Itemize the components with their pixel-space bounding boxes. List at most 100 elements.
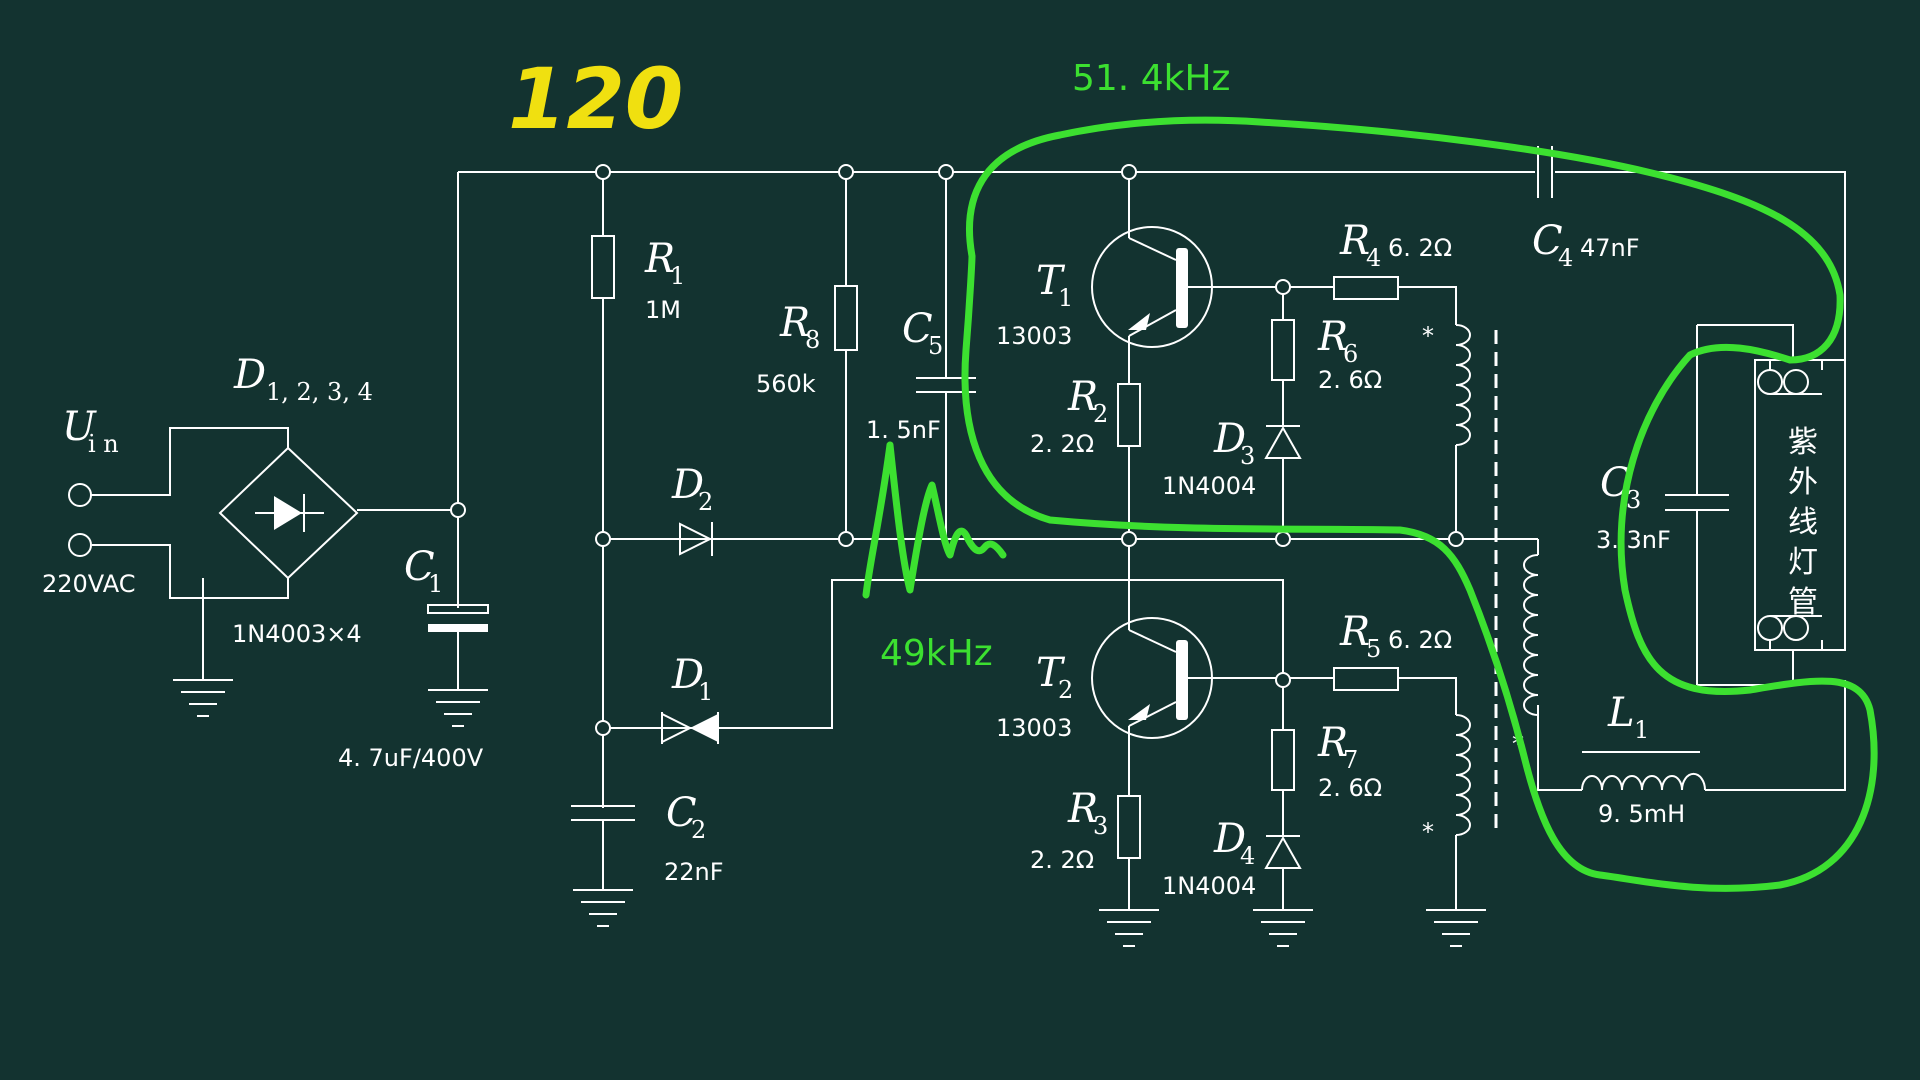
r7-symbol: R [1317,720,1348,766]
capacitor-c1 [427,604,489,632]
d3-symbol: D [1213,416,1246,462]
r4-value: 6. 2Ω [1388,234,1452,262]
capacitor-c2 [571,805,635,821]
lamp-char-4: 灯 [1788,545,1818,580]
l1-value: 9. 5mH [1598,800,1685,828]
c1-symbol: C [404,544,435,590]
d2-subscript: 2 [698,488,713,516]
r3-symbol: R [1067,786,1098,832]
d3-subscript: 3 [1240,442,1255,470]
r1-value: 1M [645,296,681,324]
green-waveform [862,441,1007,599]
r6-subscript: 6 [1343,340,1358,368]
r7-value: 2. 6Ω [1318,774,1382,802]
r4-subscript: 4 [1366,244,1381,272]
diode-d2 [679,522,713,556]
l1-subscript: 1 [1634,716,1649,744]
r4-symbol: R [1339,218,1370,264]
input-symbol: U [62,404,97,450]
t1-subscript: 1 [1058,284,1073,312]
transistor-t1 [1091,226,1213,348]
d3-value: 1N4004 [1162,472,1256,500]
r1-subscript: 1 [670,262,685,290]
resistor-r2 [1117,383,1141,447]
c5-subscript: 5 [928,332,943,360]
yellow-annotation: 120 [508,50,683,148]
ground-symbols [173,679,1486,947]
resistor-r7 [1271,729,1295,791]
c4-value: 47nF [1580,234,1640,262]
wires [92,171,1846,910]
lamp-char-1: 紫 [1788,425,1818,460]
r5-value: 6. 2Ω [1388,626,1452,654]
c2-subscript: 2 [691,816,706,844]
c4-symbol: C [1532,218,1563,264]
voltage-note: 120 [508,50,683,148]
diode-d3 [1264,425,1302,459]
resistor-r5 [1333,667,1399,691]
c3-value: 3. 3nF [1596,526,1671,554]
dot-marker-top: * [1422,322,1434,350]
l1-symbol: L [1607,690,1635,736]
c2-value: 22nF [664,858,724,886]
transformer-winding-bottom [1455,714,1471,836]
resistor-r8 [834,285,858,351]
d4-symbol: D [1213,816,1246,862]
r2-subscript: 2 [1093,400,1108,428]
transformer-winding-primary [1523,554,1539,716]
c5-symbol: C [902,306,933,352]
c1-subscript: 1 [428,570,443,598]
junction-nodes [450,164,1464,736]
c2-symbol: C [666,790,697,836]
transistor-t2 [1091,617,1213,739]
dot-marker-bottom: * [1422,818,1434,846]
t2-value: 13003 [996,714,1072,742]
d4-value: 1N4004 [1162,872,1256,900]
c5-value: 1. 5nF [866,416,941,444]
r5-subscript: 5 [1366,635,1381,663]
green-loop-upper [961,116,1878,892]
r6-symbol: R [1317,314,1348,360]
bridge-symbol: D [233,352,266,398]
lamp-char-2: 外 [1788,465,1818,500]
c3-subscript: 3 [1626,486,1641,514]
input-terminals [68,483,170,557]
input-value-label: 220VAC [42,570,135,598]
d2-symbol: D [671,462,704,508]
r6-value: 2. 6Ω [1318,366,1382,394]
t1-value: 13003 [996,322,1072,350]
r8-symbol: R [779,300,810,346]
bridge-subscript: 1, 2, 3, 4 [266,378,373,406]
t2-symbol: T [1036,650,1066,696]
freq-top-label: 51. 4kHz [1072,58,1230,99]
r3-value: 2. 2Ω [1030,846,1094,874]
r8-value: 560k [756,370,816,398]
resistor-r1 [591,235,615,299]
diode-d4 [1264,835,1302,869]
r7-subscript: 7 [1343,746,1358,774]
r2-symbol: R [1067,374,1098,420]
r1-symbol: R [644,236,675,282]
lamp-char-3: 线 [1788,505,1818,540]
transformer-winding-top [1455,324,1471,446]
capacitor-c3 [1665,494,1729,511]
r2-value: 2. 2Ω [1030,430,1094,458]
d4-subscript: 4 [1240,842,1255,870]
d1-symbol: D [671,652,704,698]
bridge-rectifier [218,446,359,580]
inductor-l1 [1581,751,1706,791]
input-subscript: i n [88,430,119,458]
bridge-value: 1N4003×4 [232,620,362,648]
c1-value: 4. 7uF/400V [338,744,484,772]
t2-subscript: 2 [1058,676,1073,704]
c4-subscript: 4 [1558,244,1573,272]
r8-subscript: 8 [805,326,820,354]
r5-symbol: R [1339,609,1370,655]
t1-symbol: T [1036,258,1066,304]
d1-subscript: 1 [698,678,713,706]
r3-subscript: 3 [1093,812,1108,840]
resistor-r3 [1117,795,1141,859]
lamp-char-5: 管 [1788,585,1818,620]
resistor-r4 [1333,276,1399,300]
